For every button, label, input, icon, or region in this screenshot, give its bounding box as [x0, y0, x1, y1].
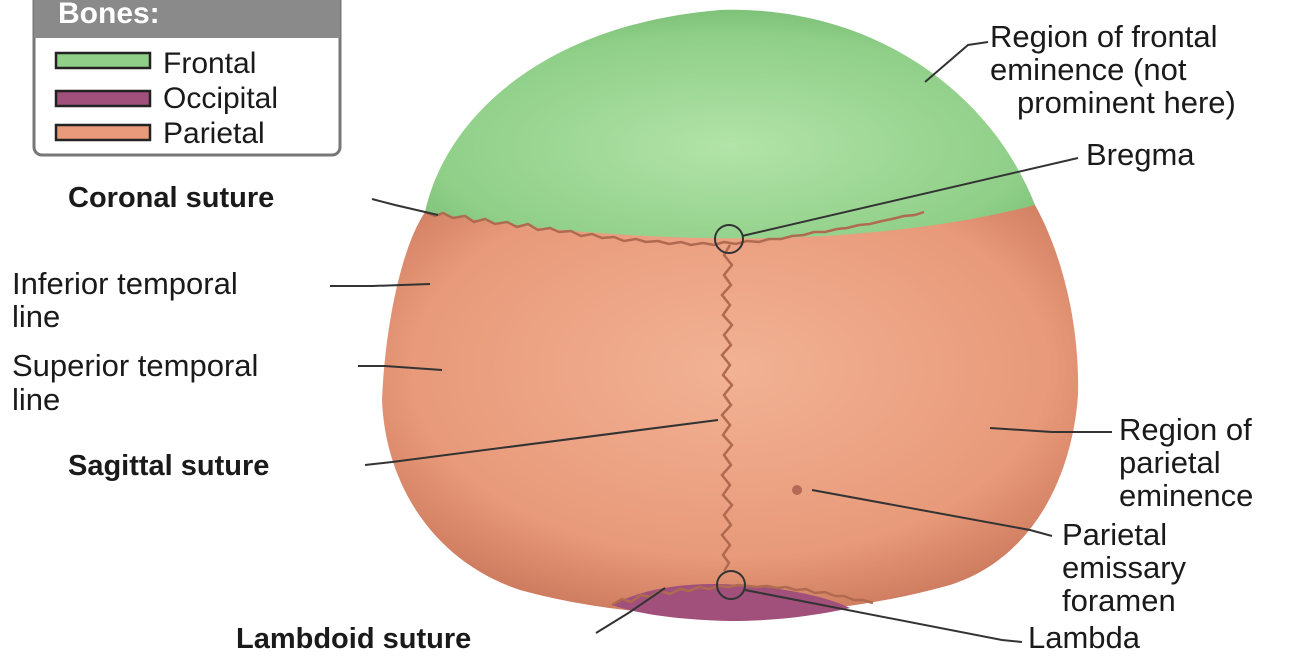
legend-swatch-frontal [56, 53, 150, 68]
legend-swatch-occipital [56, 91, 150, 106]
label-sagittal-suture: Sagittal suture [68, 450, 269, 482]
label-inferior-temporal-line: Inferior temporal line [12, 266, 246, 334]
label-region-parietal-eminence: Region of parietal eminence [1119, 412, 1260, 513]
legend-title: Bones: [58, 0, 160, 30]
frontal-bone [425, 10, 1035, 239]
legend-label-occipital: Occipital [163, 82, 278, 115]
label-lambdoid-suture: Lambdoid suture [236, 623, 471, 655]
label-bregma: Bregma [1086, 137, 1195, 172]
label-parietal-emissary-foramen: Parietal emissary foramen [1062, 517, 1195, 618]
label-lambda: Lambda [1028, 620, 1141, 655]
legend-label-parietal: Parietal [163, 117, 265, 150]
parietal-foramen-dot [792, 485, 802, 495]
label-coronal-suture: Coronal suture [68, 182, 274, 214]
label-superior-temporal-line: Superior temporal line [12, 348, 267, 417]
label-region-frontal-eminence: Region of frontal eminence (not prominen… [990, 19, 1236, 120]
legend-swatch-parietal [56, 125, 150, 140]
legend-label-frontal: Frontal [163, 47, 256, 80]
legend: Bones: Frontal Occipital Parietal [34, 0, 340, 155]
